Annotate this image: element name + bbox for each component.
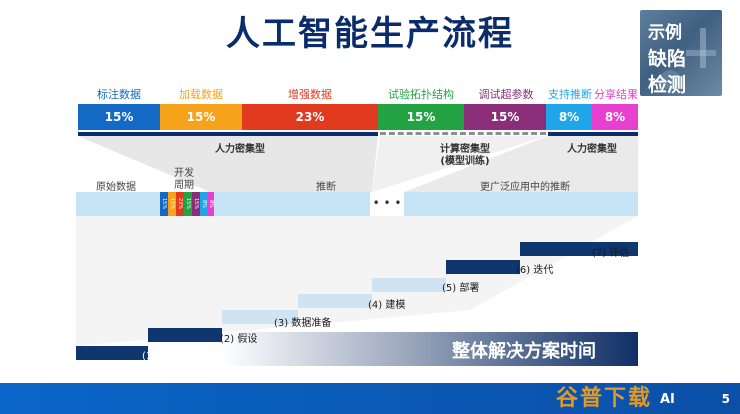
page-number: 5 <box>721 392 730 406</box>
footer-bar <box>0 383 740 414</box>
timeline-ellipsis: • • • <box>372 196 402 210</box>
example-title-line1: 缺陷 <box>648 48 687 70</box>
compute-intensive-bracket <box>380 132 546 135</box>
watermark-text: 谷普下载 <box>556 386 653 411</box>
workload-type-human-right: 人力密集型 <box>567 144 617 155</box>
stage-label-hyperparam: 调试超参数 <box>478 88 534 101</box>
robot-arm-picture <box>660 28 716 90</box>
page-title: 人工智能生产流程 <box>226 14 514 54</box>
stage-label-inference: 支持推断 <box>548 88 592 101</box>
mini-segment-topology: 15% <box>184 192 192 216</box>
example-label: 示例 <box>648 23 682 43</box>
timeline-bar-left <box>76 192 370 216</box>
stage-label-augment: 增强数据 <box>288 88 332 101</box>
step-4-modeling: (4) 建模 <box>368 300 406 311</box>
workload-type-compute-sub: (模型训练) <box>440 156 490 167</box>
intel-ai-logo: AI <box>660 391 675 407</box>
human-intensive-bracket-left <box>78 132 378 136</box>
total-solution-time-label: 整体解决方案时间 <box>452 341 596 362</box>
mini-segment-hyperparam: 15% <box>192 192 200 216</box>
stage-segment-load: 15% <box>160 104 242 130</box>
stage-label-load: 加载数据 <box>179 88 223 101</box>
raw-data-label: 原始数据 <box>96 182 136 193</box>
step-3-data-prep: (3) 数据准备 <box>274 318 332 329</box>
stage-segment-topology: 15% <box>378 104 464 130</box>
workload-type-compute: 计算密集型 <box>440 144 490 155</box>
broader-inference-label: 更广泛应用中的推断 <box>480 182 570 193</box>
stage-segment-hyperparam: 15% <box>464 104 546 130</box>
dev-cycle-label-1: 开发 <box>174 168 194 179</box>
timeline-bar-right <box>404 192 638 216</box>
step-1-opportunity: (1) 机会 <box>142 351 180 362</box>
stage-label-share: 分享结果 <box>594 88 638 101</box>
mini-segment-inference: 8% <box>200 192 208 216</box>
stage-label-topology: 试验拓扑结构 <box>388 88 454 101</box>
inference-label: 推断 <box>316 182 336 193</box>
step-5-deployment: (5) 部署 <box>442 283 480 294</box>
step-7-evaluation: (7) 评估 <box>592 248 630 259</box>
mini-segment-share: 8% <box>208 192 214 216</box>
mini-segment-annotate: 15% <box>160 192 168 216</box>
stage-segment-inference: 8% <box>546 104 592 130</box>
mini-segment-load: 15% <box>168 192 176 216</box>
workload-type-human-left: 人力密集型 <box>215 144 265 155</box>
example-image-badge: 示例 缺陷 检测 <box>640 10 722 96</box>
step-6-iteration: (6) 迭代 <box>516 265 554 276</box>
step-2-hypothesis: (2) 假设 <box>220 334 258 345</box>
example-title-line2: 检测 <box>648 74 687 96</box>
stage-segment-share: 8% <box>592 104 638 130</box>
mini-segment-augment: 23% <box>176 192 184 216</box>
stage-segment-annotate: 15% <box>78 104 160 130</box>
stage-segment-augment: 23% <box>242 104 378 130</box>
human-intensive-bracket-right <box>548 132 638 136</box>
dev-cycle-label-2: 周期 <box>174 180 194 191</box>
stage-label-annotate: 标注数据 <box>97 88 141 101</box>
